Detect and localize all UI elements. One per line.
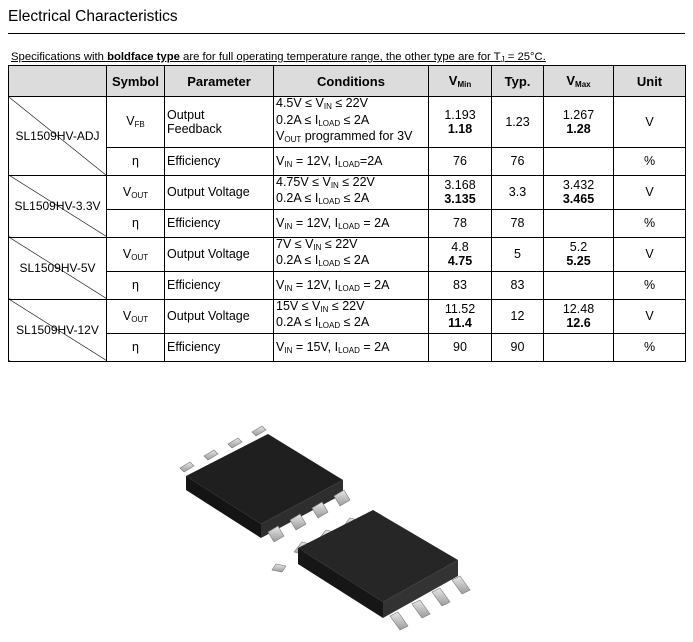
parameter-cell: Efficiency (164, 208, 274, 238)
front-chip (298, 510, 458, 618)
symbol-cell: VOUT (106, 174, 165, 210)
typ-cell: 12 (491, 298, 544, 334)
back-chip (186, 434, 343, 538)
table-row: SL1509HV-3.3V VOUT Output Voltage 4.75V … (8, 174, 686, 238)
vmin-cell: 78 (428, 208, 492, 238)
col-symbol: Symbol (106, 65, 165, 97)
vmin-cell: 76 (428, 146, 492, 176)
unit-cell: V (613, 96, 686, 148)
symbol-cell: VOUT (106, 236, 165, 272)
front-chip-bottom-pins (389, 575, 471, 631)
parameter-cell: Output Voltage (164, 174, 274, 210)
corner-cell (8, 65, 107, 97)
vmin-cell: 90 (428, 332, 492, 362)
conditions-cell: VIN = 12V, ILOAD=2A (273, 146, 429, 176)
table-row: η Efficiency VIN = 12V, ILOAD = 2A 83 83… (9, 270, 686, 300)
vmax-cell (543, 146, 614, 176)
conditions-cell: 4.5V ≤ VIN ≤ 22V 0.2A ≤ ILOAD ≤ 2A VOUT … (273, 96, 429, 148)
conditions-cell: 15V ≤ VIN ≤ 22V 0.2A ≤ ILOAD ≤ 2A (273, 298, 429, 334)
col-unit: Unit (613, 65, 686, 97)
soic8-package-photo (168, 420, 528, 635)
conditions-cell: VIN = 15V, ILOAD = 2A (273, 332, 429, 362)
back-chip-bottom-pins (267, 489, 351, 543)
conditions-cell: 7V ≤ VIN ≤ 22V 0.2A ≤ ILOAD ≤ 2A (273, 236, 429, 272)
unit-cell: V (613, 174, 686, 210)
electrical-characteristics-table: Symbol Parameter Conditions VMin Typ. VM… (8, 65, 686, 362)
typ-cell: 1.23 (491, 96, 544, 148)
vmin-cell: 83 (428, 270, 492, 300)
symbol-cell: VFB (106, 96, 165, 148)
symbol-cell: VOUT (106, 298, 165, 334)
device-cell: SL1509HV-ADJ (8, 96, 107, 176)
symbol-cell: η (106, 146, 165, 176)
parameter-cell: Output Voltage (164, 298, 274, 334)
typ-cell: 78 (491, 208, 544, 238)
parameter-cell: Output Voltage (164, 236, 274, 272)
unit-cell: V (613, 298, 686, 334)
device-cell: SL1509HV-5V (8, 236, 107, 300)
conditions-cell: VIN = 12V, ILOAD = 2A (273, 270, 429, 300)
col-vmin: VMin (428, 65, 492, 97)
typ-cell: 5 (491, 236, 544, 272)
parameter-cell: Efficiency (164, 270, 274, 300)
unit-cell: % (613, 270, 686, 300)
symbol-cell: η (106, 332, 165, 362)
unit-cell: % (613, 208, 686, 238)
header-row: Symbol Parameter Conditions VMin Typ. VM… (8, 65, 686, 97)
unit-cell: % (613, 146, 686, 176)
device-cell: SL1509HV-3.3V (8, 174, 107, 238)
unit-cell: % (613, 332, 686, 362)
table-row: η Efficiency VIN = 15V, ILOAD = 2A 90 90… (9, 332, 686, 362)
parameter-cell: Efficiency (164, 332, 274, 362)
device-cell: SL1509HV-12V (8, 298, 107, 362)
back-chip-top-pins (179, 425, 267, 473)
conditions-cell: VIN = 12V, ILOAD = 2A (273, 208, 429, 238)
typ-cell: 76 (491, 146, 544, 176)
table-row: SL1509HV-5V VOUT Output Voltage 7V ≤ VIN… (8, 236, 686, 300)
spec-note: Specifications with boldface type are fo… (11, 51, 546, 64)
parameter-cell: Efficiency (164, 146, 274, 176)
conditions-cell: 4.75V ≤ VIN ≤ 22V 0.2A ≤ ILOAD ≤ 2A (273, 174, 429, 210)
vmax-cell (543, 270, 614, 300)
vmax-cell (543, 208, 614, 238)
unit-cell: V (613, 236, 686, 272)
table-row: η Efficiency VIN = 12V, ILOAD = 2A 78 78… (9, 208, 686, 238)
col-parameter: Parameter (164, 65, 274, 97)
table-row: η Efficiency VIN = 12V, ILOAD=2A 76 76 % (9, 146, 686, 176)
typ-cell: 3.3 (491, 174, 544, 210)
typ-cell: 83 (491, 270, 544, 300)
typ-cell: 90 (491, 332, 544, 362)
symbol-cell: η (106, 270, 165, 300)
title-underline (8, 33, 685, 34)
section-title: Electrical Characteristics (8, 8, 178, 25)
symbol-cell: η (106, 208, 165, 238)
table-row: SL1509HV-12V VOUT Output Voltage 15V ≤ V… (8, 298, 686, 362)
col-typ: Typ. (491, 65, 544, 97)
col-vmax: VMax (543, 65, 614, 97)
chip-illustration-icon (179, 425, 471, 631)
col-conditions: Conditions (273, 65, 429, 97)
vmax-cell (543, 332, 614, 362)
